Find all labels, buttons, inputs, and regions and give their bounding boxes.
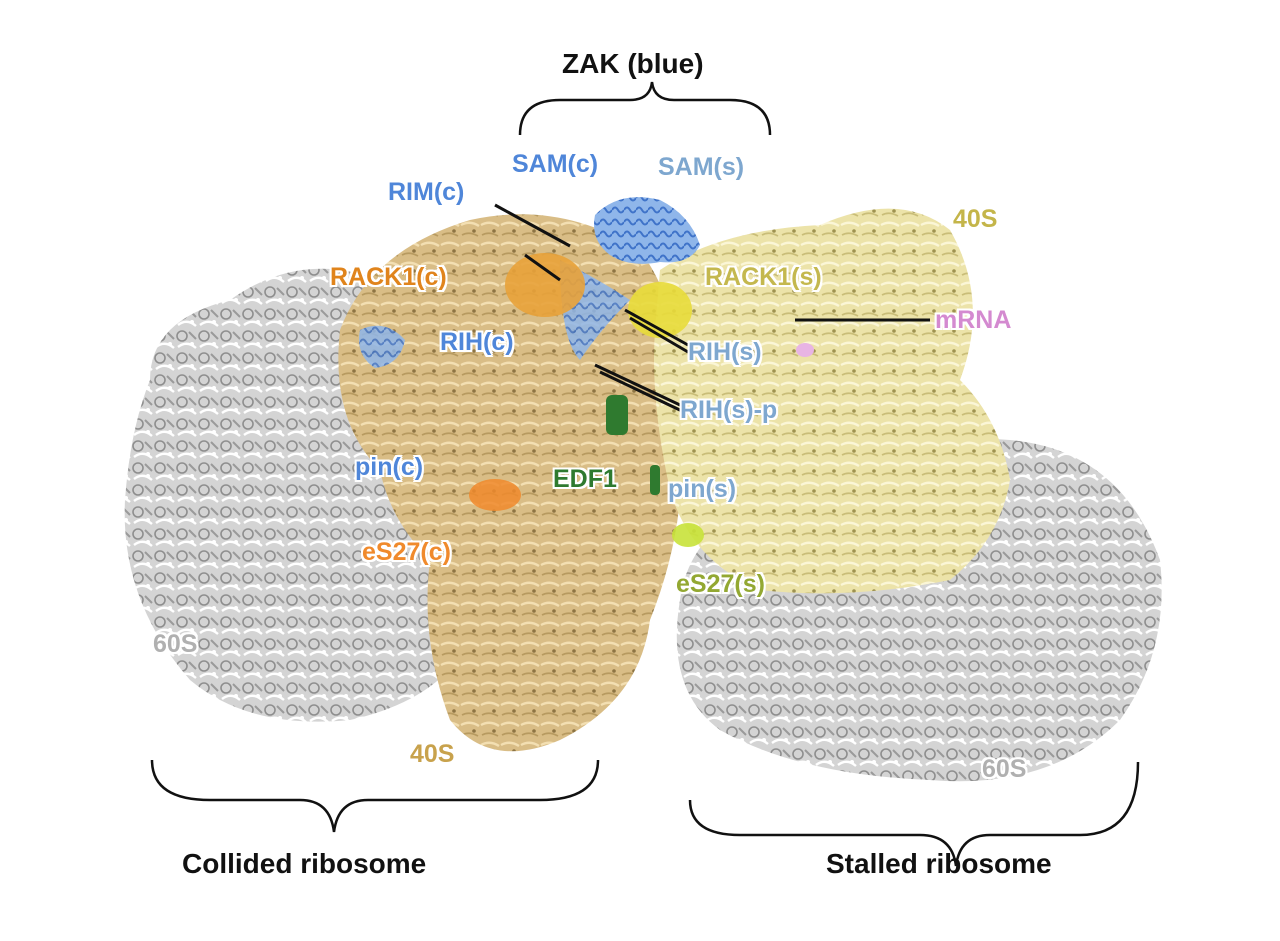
rih-s-leader: [624, 308, 689, 347]
rih-s-p-leader: [594, 363, 681, 407]
label-60s-collided: 60S: [153, 630, 198, 658]
label-60s-stalled: 60S: [982, 755, 1027, 783]
label-rack1-s: RACK1(s): [705, 263, 822, 291]
collided-brace: [150, 759, 600, 833]
label-pin-s: pin(s): [668, 475, 737, 503]
zak-title: ZAK (blue): [562, 48, 704, 79]
label-rih-c: RIH(c): [440, 328, 514, 356]
collided-ribosome-label: Collided ribosome: [182, 848, 427, 879]
label-40s-collided: 40S: [410, 740, 455, 768]
rack1-s-density: [628, 282, 692, 338]
label-es27-s: eS27(s): [676, 570, 765, 598]
rack1-c-density: [505, 253, 585, 317]
es27-c-density: [469, 479, 521, 511]
label-rim-c: RIM(c): [388, 178, 465, 206]
label-40s-stalled: 40S: [953, 205, 998, 233]
label-sam-s: SAM(s): [658, 153, 745, 181]
edf1-density: [606, 395, 628, 435]
zak-sam-density: [594, 197, 700, 264]
rih-c-leader: [524, 253, 561, 282]
label-rack1-c: RACK1(c): [330, 263, 447, 291]
label-rih-s-p: RIH(s)-p: [680, 396, 778, 424]
label-edf1: EDF1: [553, 465, 617, 493]
stalled-brace: [688, 761, 1140, 867]
rih-s-leader-b: [629, 316, 689, 354]
label-mrna: mRNA: [935, 306, 1012, 334]
label-sam-c: SAM(c): [512, 150, 599, 178]
stalled-40s-density: [654, 208, 1010, 594]
leader-lines: [494, 203, 930, 414]
rih-s-p-leader-b: [599, 370, 685, 414]
edf1-density-tail: [650, 465, 660, 495]
zak-brace: [518, 81, 772, 136]
es27-s-density: [672, 523, 704, 547]
label-pin-c: pin(c): [355, 453, 424, 481]
label-rih-s: RIH(s): [688, 338, 762, 366]
label-es27-c: eS27(c): [362, 538, 451, 566]
mrna-density: [796, 343, 814, 357]
rim-c-leader: [494, 203, 571, 248]
stalled-ribosome-label: Stalled ribosome: [826, 848, 1052, 879]
zak-rih-c-density: [359, 325, 405, 368]
